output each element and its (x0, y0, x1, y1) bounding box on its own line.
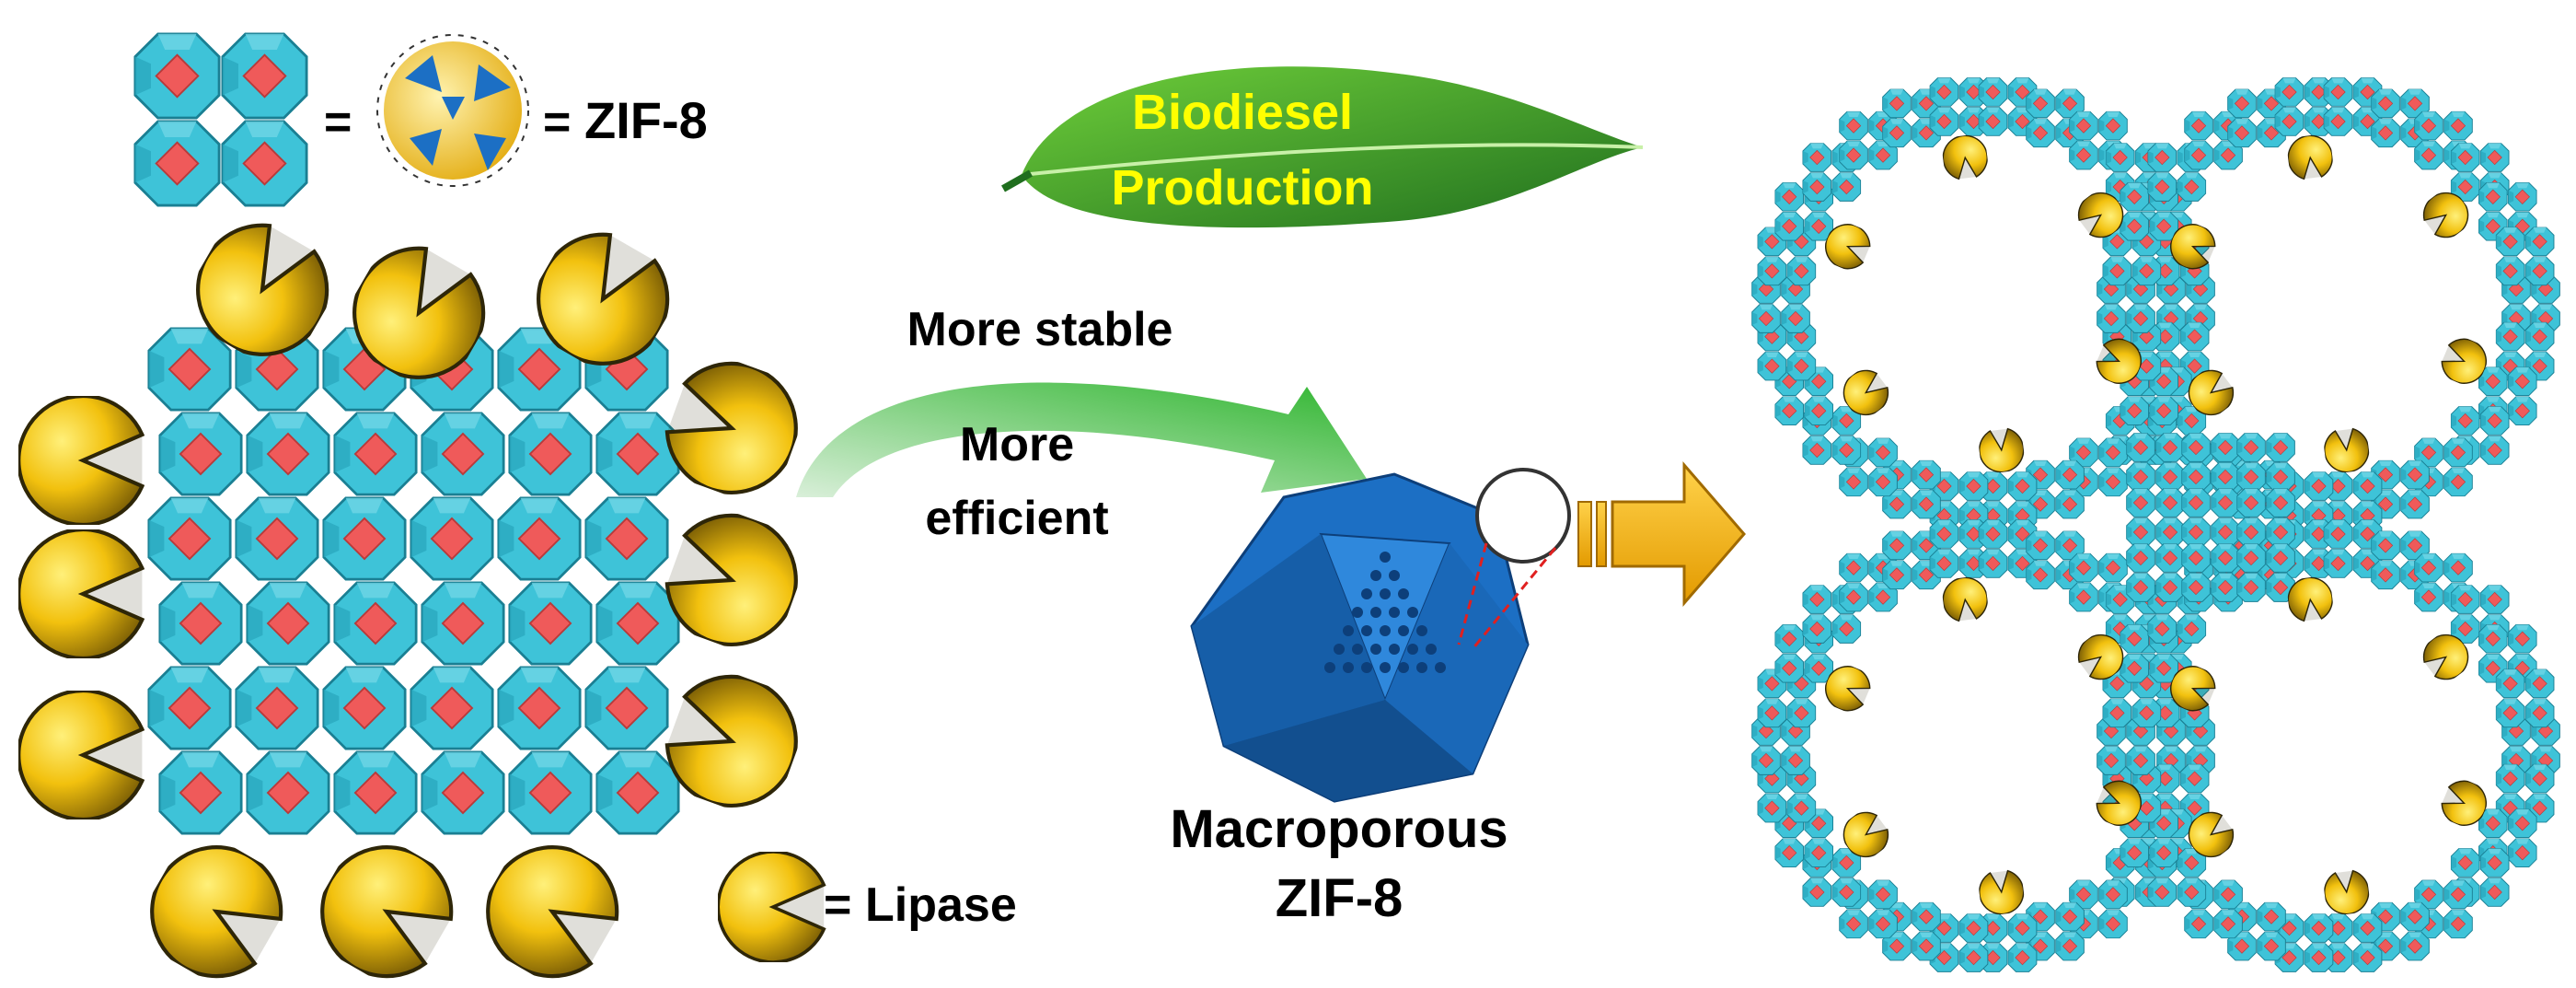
zif8-cube (584, 666, 669, 750)
zif8-cube (333, 581, 418, 666)
lipase-unit (1940, 133, 1991, 181)
crystal-pore (1343, 662, 1354, 673)
zif8-cube (158, 750, 243, 835)
block-arrow (1577, 460, 1746, 608)
leaf-text-line2: Production (1112, 160, 1374, 215)
crystal-pore (1370, 607, 1381, 618)
label-more-stable: More stable (907, 303, 1173, 356)
zif8-cube (158, 412, 243, 496)
crystal-pore (1334, 644, 1345, 655)
crystal-pore (1352, 607, 1363, 618)
zoom-lens (1457, 468, 1571, 650)
zif8-cube (421, 750, 505, 835)
zif8-cube (235, 496, 319, 581)
zif8-cluster (2127, 489, 2185, 547)
zif8-cube (246, 581, 330, 666)
lipase-unit (129, 824, 300, 988)
crystal-pore (1343, 625, 1354, 636)
label-more: More (960, 418, 1074, 471)
crystal-pore (1407, 607, 1418, 618)
crystal-pore (1380, 625, 1391, 636)
crystal-pore (1361, 662, 1372, 673)
zif8-structure-icon (376, 34, 529, 187)
crystal-pore (1426, 644, 1437, 655)
zif8-cube (421, 412, 505, 496)
leaf-text-line1: Biodiesel (1132, 85, 1353, 140)
lipase-equals: = (824, 878, 851, 932)
crystal-pore (1380, 552, 1391, 563)
crystal-pore (1361, 625, 1372, 636)
lipase-unit (465, 824, 636, 988)
zif8-cube (147, 666, 232, 750)
zif8-cube (584, 496, 669, 581)
lipase-unit (654, 347, 814, 510)
zif8-cube (158, 581, 243, 666)
crystal-label-line1: Macroporous (1170, 799, 1507, 859)
crystal-pore (1435, 662, 1446, 673)
zif8-cube (595, 412, 680, 496)
lipase-unit (1976, 868, 2027, 917)
label-efficient: efficient (925, 492, 1108, 545)
crystal-pore (1361, 588, 1372, 599)
crystal-label-line2: ZIF-8 (1276, 868, 1404, 928)
lipase-unit (18, 529, 142, 658)
crystal-pore (1398, 625, 1409, 636)
zif8-block (147, 327, 680, 835)
crystal-pore (1407, 644, 1418, 655)
zif8-cube (497, 496, 582, 581)
zif8-cube (497, 666, 582, 750)
lipase-unit (299, 824, 470, 988)
zif8-cube (410, 666, 494, 750)
lipase-unit (2321, 868, 2372, 917)
zif8-cube (235, 666, 319, 750)
lipase-left-group (18, 206, 814, 988)
zif8-cube (246, 750, 330, 835)
zif8-cube (322, 496, 407, 581)
crystal-pore (1370, 644, 1381, 655)
zif8-cube (421, 581, 505, 666)
leaf-icon (1001, 66, 1644, 228)
zif8-cube (333, 412, 418, 496)
lipase-unit (2321, 426, 2372, 475)
crystal-pore (1398, 588, 1409, 599)
crystal-pore (1370, 570, 1381, 581)
crystal-pore (1416, 662, 1427, 673)
zif8-cube (595, 581, 680, 666)
zif8-cube (410, 496, 494, 581)
crystal-pore (1324, 662, 1335, 673)
crystal-pore (1380, 662, 1391, 673)
lipase-unit (2285, 133, 2336, 181)
curved-arrow (796, 382, 1367, 497)
zif8-cluster (2182, 489, 2240, 547)
crystal-pore (1416, 625, 1427, 636)
lipase-unit (18, 396, 142, 525)
zif8-cube (147, 327, 232, 412)
zif8-cube (147, 496, 232, 581)
lipase-unit (1940, 575, 1991, 623)
crystal-pore (1389, 644, 1400, 655)
lipase-legend-icon (718, 852, 826, 962)
zif8-cluster-icon (135, 34, 306, 205)
zif8-cube (508, 412, 593, 496)
zif8-cube (246, 412, 330, 496)
macroporous-crystal (1190, 472, 1530, 803)
legend-equals-1: = (324, 96, 352, 149)
zif8-cube (595, 750, 680, 835)
crystal-pore (1380, 588, 1391, 599)
lipase-unit (1976, 426, 2027, 475)
legend-equals-2: = (543, 96, 571, 149)
zif8-cube (508, 750, 593, 835)
crystal-pore (1389, 607, 1400, 618)
zif8-cube (508, 581, 593, 666)
lipase-label: Lipase (865, 878, 1017, 932)
crystal-pore (1352, 644, 1363, 655)
crystal-pore (1398, 662, 1409, 673)
zif8-cube (333, 750, 418, 835)
zif8-label: ZIF-8 (584, 91, 708, 149)
crystal-pore (1389, 570, 1400, 581)
lipase-unit (18, 691, 142, 819)
zif8-cube (322, 666, 407, 750)
